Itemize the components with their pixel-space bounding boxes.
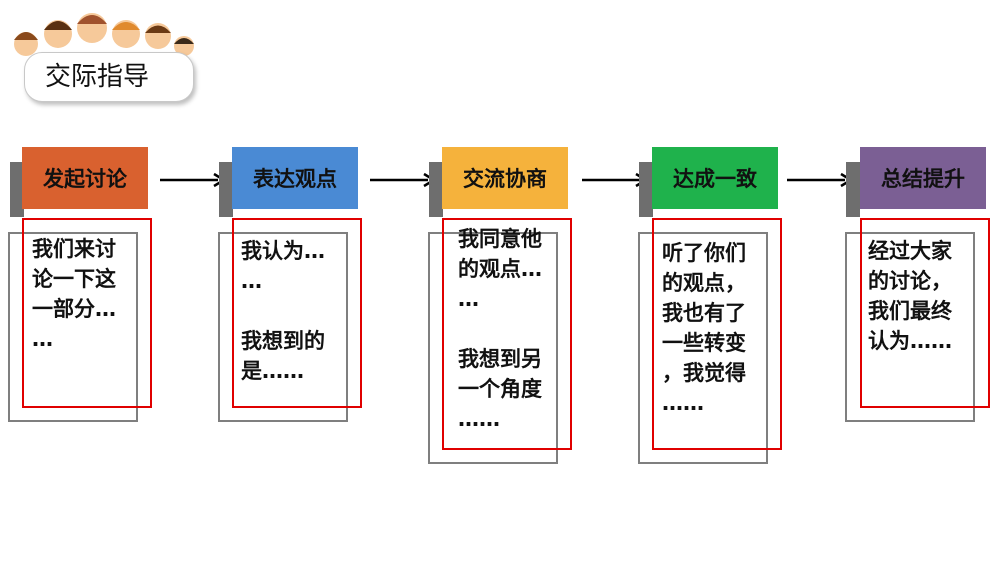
stage-1-shadow	[10, 162, 24, 217]
stage-5-header: 总结提升	[860, 147, 986, 209]
stage-3-highlight	[442, 218, 572, 450]
stage-3-header: 交流协商	[442, 147, 568, 209]
stage-1-label: 发起讨论	[43, 167, 127, 191]
stage-4-text: 听了你们 的观点， 我也有了 一些转变 ，我觉得 ……	[662, 241, 746, 415]
stage-5-label: 总结提升	[881, 167, 965, 191]
arrow-icon	[160, 172, 227, 188]
page-title: 交际指导	[45, 62, 150, 92]
stage-2-highlight	[232, 218, 362, 408]
stage-5-highlight	[860, 218, 990, 408]
stage-1-text: 我们来讨 论一下这 一部分… …	[32, 237, 116, 351]
stage-2-label: 表达观点	[253, 167, 337, 191]
stage-5-text: 经过大家 的讨论， 我们最终 认为……	[868, 239, 952, 353]
stage-4-frame	[638, 232, 768, 464]
stage-3-shadow	[429, 162, 443, 217]
stage-1-highlight	[22, 218, 152, 408]
stage-2-text: 我认为… … 我想到的 是……	[241, 239, 325, 383]
stage-2-header: 表达观点	[232, 147, 358, 209]
stage-4-label: 达成一致	[673, 167, 757, 191]
stage-3-label: 交流协商	[463, 167, 547, 191]
arrow-icon	[370, 172, 437, 188]
stage-5-shadow	[846, 162, 860, 217]
stage-3-text: 我同意他 的观点… … 我想到另 一个角度 ……	[458, 227, 542, 431]
stage-5-frame	[845, 232, 975, 422]
stage-1-header: 发起讨论	[22, 147, 148, 209]
stage-3-frame	[428, 232, 558, 464]
stage-4-header: 达成一致	[652, 147, 778, 209]
stage-4-highlight	[652, 218, 782, 450]
title-banner	[24, 52, 194, 102]
stage-1-frame	[8, 232, 138, 422]
stage-4-shadow	[639, 162, 653, 217]
arrow-icon	[787, 172, 854, 188]
stage-2-frame	[218, 232, 348, 422]
stage-2-shadow	[219, 162, 233, 217]
cartoon-children-icon	[14, 13, 194, 56]
